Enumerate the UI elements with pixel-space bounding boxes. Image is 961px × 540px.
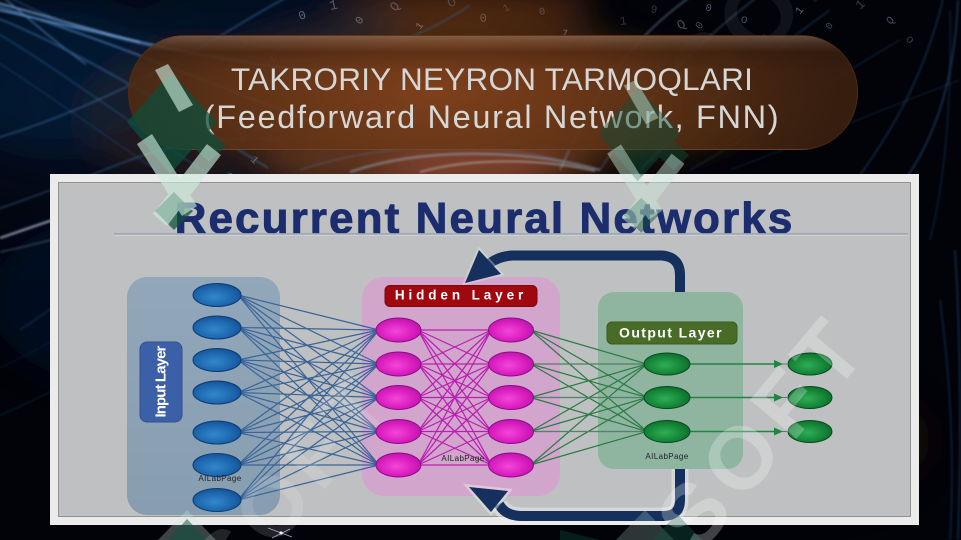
svg-text:0: 0 (704, 3, 712, 15)
svg-text:o: o (739, 12, 749, 27)
svg-text:0: 0 (538, 7, 546, 19)
svg-text:AILabPage: AILabPage (198, 474, 241, 483)
svg-text:AILabPage: AILabPage (441, 454, 484, 463)
svg-text:Recurrent Neural Networks: Recurrent Neural Networks (175, 194, 795, 243)
svg-text:0: 0 (824, 21, 836, 32)
svg-text:Input Layer: Input Layer (153, 345, 170, 417)
svg-text:1: 1 (619, 14, 628, 29)
svg-text:1: 1 (502, 3, 513, 16)
svg-text:0: 0 (297, 8, 308, 24)
svg-text:Hidden Layer: Hidden Layer (395, 288, 527, 303)
svg-text:0: 0 (479, 11, 487, 26)
svg-text:9: 9 (649, 4, 658, 17)
svg-text:AILabPage: AILabPage (645, 452, 688, 461)
svg-text:Output Layer: Output Layer (619, 325, 723, 341)
svg-text:1: 1 (414, 21, 426, 32)
svg-text:1: 1 (328, 0, 339, 15)
